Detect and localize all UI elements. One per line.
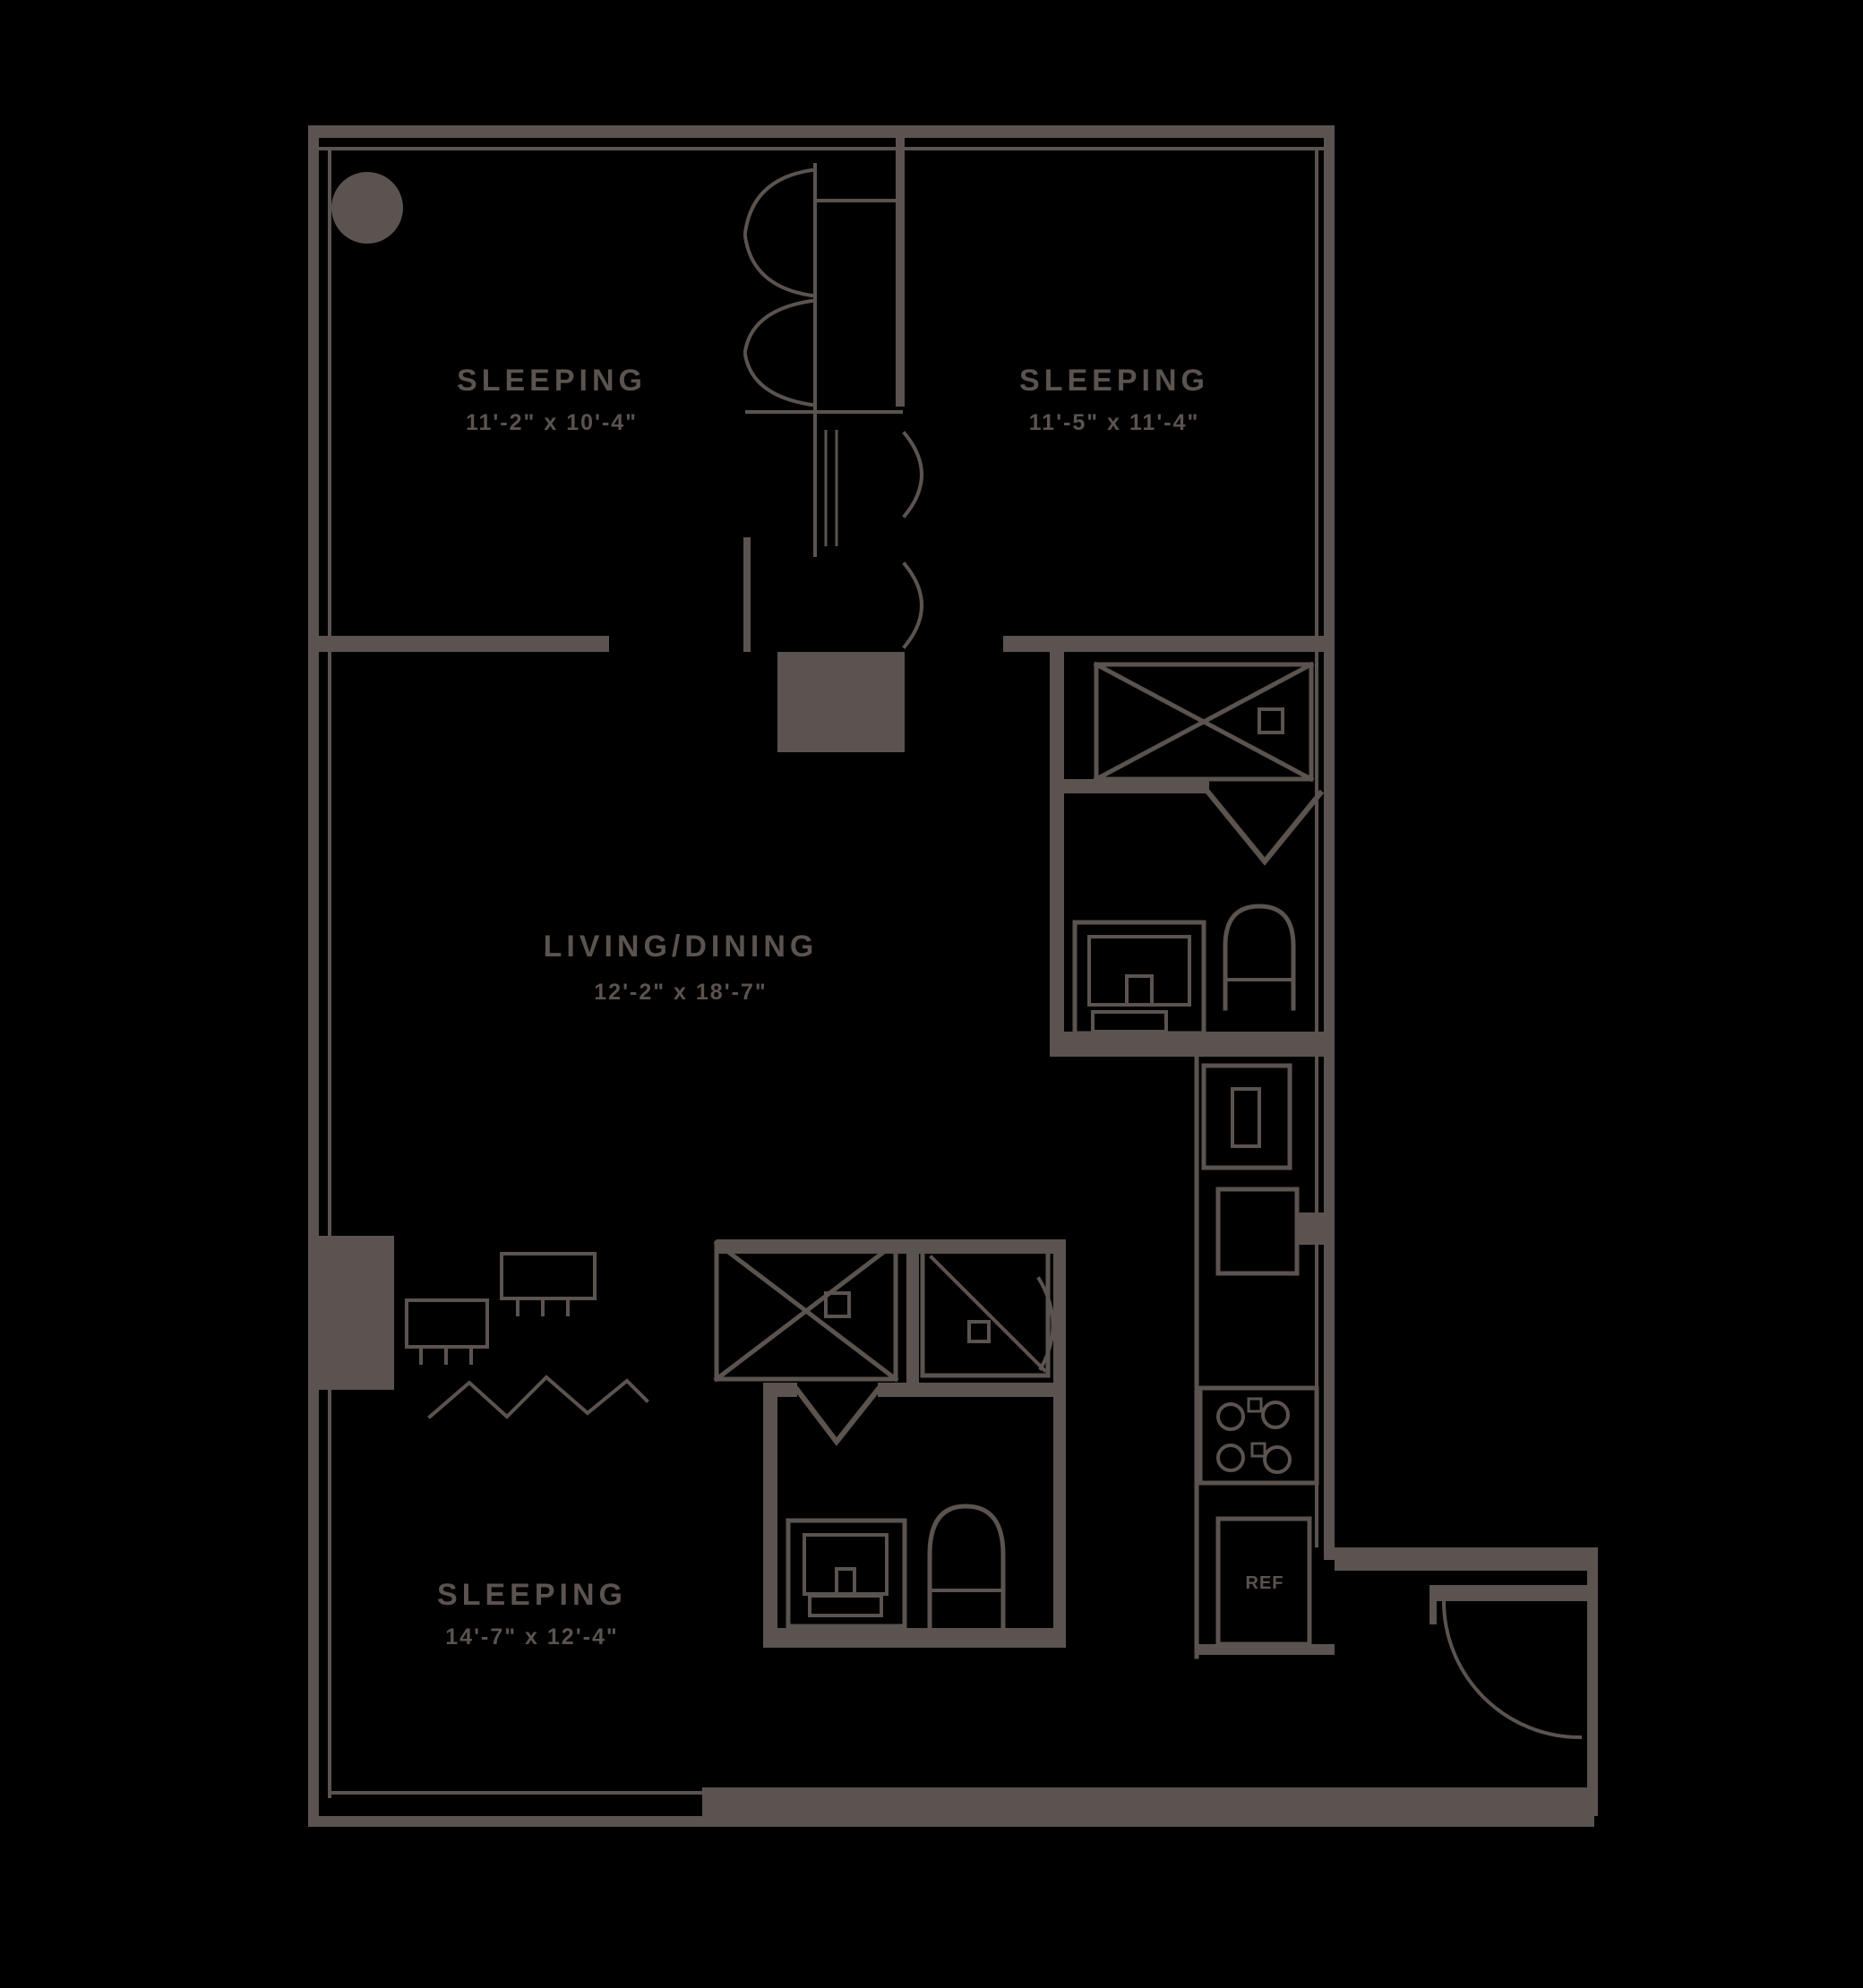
closet-door-swing-icon [902,561,923,649]
bedroom3-pier-wall [308,1236,394,1390]
burner-icon [1261,1401,1290,1429]
bedroom-2: SLEEPING 11'-5" x 11'-4" [1019,364,1209,435]
bath1-door-wall [1064,779,1209,793]
hall-closet-box [920,1242,1051,1378]
linen-closet-x-line [713,1239,899,1383]
wall-bottom-solid [702,1787,1594,1816]
burner-icon [1263,1445,1292,1474]
range-icon [1198,1385,1319,1486]
bathroom-1 [1072,661,1325,1036]
bedroom3-wardrobe-icon [405,1252,597,1365]
structural-column-icon [331,172,403,244]
lower-closets [713,1239,1055,1383]
entry-door-swing-icon [1441,1598,1583,1740]
living-dining: LIVING/DINING 12'-2" x 18'-7" [544,930,819,1005]
bedroom-3: SLEEPING 14'-7" x 12'-4" [405,1252,649,1650]
bedroom1-south-wall [319,636,609,652]
bath2-sink-icon [786,1518,907,1629]
perimeter-walls [308,125,1594,1827]
bedroom1-dims: 11'-2" x 10'-4" [466,410,638,435]
entry-right-wall [1587,1571,1598,1816]
bathroom-2 [786,1385,1006,1629]
burner-knob-icon [1250,1442,1266,1458]
bath1-toilet-icon [1223,904,1296,1011]
refrigerator-label: REF [1246,1573,1284,1593]
dishwasher-icon [1215,1187,1324,1276]
bath1-west-wall [1050,652,1064,1057]
bath1-sink-icon [1072,920,1206,1036]
bedroom2-dims: 11'-5" x 11'-4" [1029,410,1200,435]
closet-divider-wall [906,1239,919,1383]
burner-icon [1216,1402,1245,1431]
bath2-south-wall [763,1628,1066,1648]
entry-lower-wall [1433,1585,1587,1601]
entry [1335,1547,1598,1816]
entry-top-wall [1335,1547,1598,1571]
closet-column-base-wall [777,652,905,752]
kitchen: REF [1194,1054,1324,1659]
living-label: LIVING/DINING [544,930,819,964]
closet-east-wall [896,138,905,407]
bath1-south-wall [1050,1032,1335,1057]
closet-west-wall [743,537,751,652]
kitchen-south-wall [1197,1644,1335,1655]
bedroom2-label: SLEEPING [1019,364,1209,398]
bedroom2-south-wall [1003,636,1335,652]
refrigerator-icon: REF [1215,1516,1312,1647]
burner-knob-icon [1247,1397,1263,1413]
interior-walls [308,636,1335,1655]
closet-bifold-door-icon [743,234,814,298]
closet-bifold-door-icon [743,352,814,407]
linen-closet-knob-icon [824,1291,851,1318]
closet-bifold-door-icon [743,298,814,354]
living-dims: 12'-2" x 18'-7" [594,980,767,1005]
hall-west-wall [1053,1239,1066,1648]
bedroom-1: SLEEPING 11'-2" x 10'-4" [457,364,647,435]
wall-right [1324,125,1335,1560]
linen-closet-box [714,1240,898,1382]
entry-door-jamb [1429,1585,1437,1624]
wall-bottom-window-line [328,1791,702,1795]
bath1-door-swing-icon [1205,789,1325,866]
wall-left-inner-line [328,147,331,1798]
wall-right-inner-line [1315,147,1318,1547]
wall-top [308,125,1335,138]
bath2-door-swing-icon [793,1385,882,1446]
bath2-toilet-icon [927,1504,1006,1629]
wall-top-inner-line [319,147,1324,150]
bedroom1-label: SLEEPING [457,364,647,398]
wd-closet-box [1094,662,1314,782]
closet-door-swing-icon [902,431,923,518]
bedroom3-label: SLEEPING [437,1578,627,1612]
bath2-top-wall-b [878,1383,1053,1397]
hall-closet-door-swing-icon [1036,1276,1055,1371]
closet-column [743,138,923,652]
burner-icon [1216,1444,1245,1472]
hall-closet-knob-icon [967,1320,991,1343]
bedroom3-partition-zigzag-line [427,1375,649,1419]
bath2-top-wall-a [777,1383,797,1397]
kitchen-sink-icon [1201,1063,1292,1170]
closet-bifold-door-icon [743,167,814,236]
wd-closet-knob-icon [1258,707,1284,734]
wd-closet-x-line [1093,661,1315,783]
wall-bottom [308,1816,1594,1827]
bath2-west-wall [763,1383,777,1648]
hall-closet-diagonal-line [929,1255,1047,1373]
wall-left [308,125,319,1827]
bedroom3-dims: 14'-7" x 12'-4" [445,1624,618,1650]
